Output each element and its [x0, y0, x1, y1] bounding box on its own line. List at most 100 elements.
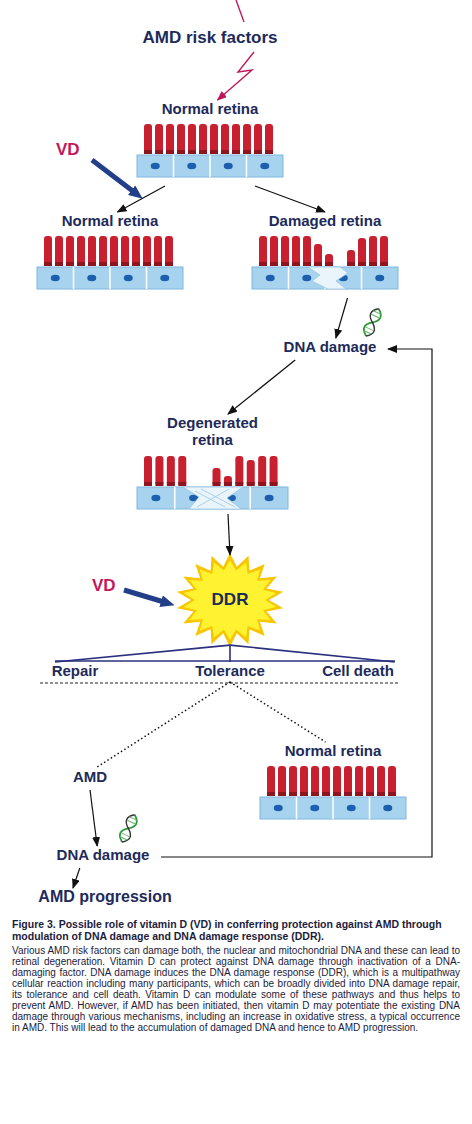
photoreceptor-segment: [55, 262, 63, 266]
risk-bolt-line: [236, 0, 244, 22]
photoreceptor-segment: [243, 150, 251, 154]
photoreceptor: [314, 244, 322, 266]
flow-arrow: [228, 514, 230, 555]
cell-nucleus: [383, 805, 392, 811]
starburst-core: [184, 560, 277, 640]
branch-line: [55, 645, 230, 662]
cell-nucleus: [187, 163, 196, 169]
caption-body: Various AMD risk factors can damage both…: [12, 945, 460, 1033]
photoreceptor-segment: [144, 150, 152, 154]
node-text: AMD risk factors: [142, 28, 277, 48]
cell-nucleus: [302, 275, 311, 281]
cell-nucleus: [265, 494, 274, 500]
flow-arrow: [255, 186, 325, 212]
photoreceptor-segment: [259, 262, 267, 266]
photoreceptor: [66, 236, 74, 266]
photoreceptor-segment: [314, 262, 322, 266]
retina-drawing: [258, 761, 408, 821]
photoreceptor-segment: [221, 150, 229, 154]
photoreceptor-segment: [300, 792, 308, 796]
photoreceptor: [44, 236, 52, 266]
photoreceptor-segment: [155, 482, 163, 486]
photoreceptor: [344, 766, 352, 796]
photoreceptor-segment: [210, 150, 218, 154]
photoreceptor: [366, 766, 374, 796]
epithelium-band: [260, 797, 406, 819]
flow-arrow: [218, 52, 255, 100]
photoreceptor: [380, 236, 388, 266]
node-text: AMD: [73, 768, 107, 785]
photoreceptor-segment: [270, 482, 278, 486]
photoreceptor: [243, 124, 251, 154]
cell-border: [250, 487, 252, 509]
cell-nucleus: [347, 805, 356, 811]
photoreceptor: [178, 456, 186, 486]
cell-border: [296, 797, 298, 819]
cell-border: [246, 155, 248, 177]
cell-nucleus: [224, 163, 233, 169]
photoreceptor: [281, 236, 289, 266]
photoreceptor-segment: [199, 150, 207, 154]
photoreceptor: [259, 236, 267, 266]
flow-arrow: [90, 790, 97, 846]
cell-nucleus: [310, 805, 319, 811]
photoreceptor-segment: [278, 792, 286, 796]
photoreceptor: [88, 236, 96, 266]
cell-border: [209, 155, 211, 177]
retina-illustration: [260, 766, 406, 819]
flow-arrow: [228, 360, 295, 414]
photoreceptor-segment: [355, 792, 363, 796]
photoreceptor: [232, 124, 240, 154]
photoreceptor: [270, 456, 278, 486]
photoreceptor: [303, 236, 311, 266]
dna-strand: [361, 307, 383, 339]
photoreceptor: [167, 456, 175, 486]
outcome-label: AMD progression: [25, 888, 185, 912]
photoreceptor: [267, 766, 275, 796]
photoreceptor-segment: [132, 262, 140, 266]
retina-panel: Degenerated retina: [135, 414, 290, 514]
cell-border: [361, 267, 363, 289]
cell-border: [174, 487, 176, 509]
cell-nucleus: [266, 275, 275, 281]
dna-helix-icon: [117, 813, 139, 845]
dna-rungs: [363, 310, 381, 334]
pathway-label: Repair: [35, 662, 115, 682]
pathway-label: Cell death: [312, 662, 404, 682]
photoreceptor-segment: [178, 482, 186, 486]
outcome-label: AMD: [62, 768, 118, 790]
photoreceptor: [355, 766, 363, 796]
photoreceptor-segment: [303, 262, 311, 266]
photoreceptor-segment: [77, 262, 85, 266]
photoreceptor-segment: [311, 792, 319, 796]
pathway-label: Tolerance: [180, 662, 280, 682]
lesion-hatching: [195, 489, 235, 507]
photoreceptor-segment: [333, 792, 341, 796]
retina-lesion: [183, 487, 243, 509]
photoreceptor: [166, 124, 174, 154]
photoreceptor-segment: [366, 792, 374, 796]
retina-panel: Normal retina: [258, 742, 408, 828]
cell-nucleus: [151, 494, 160, 500]
risk-factor-label: AMD risk factors: [110, 28, 310, 52]
dna-rungs: [119, 816, 137, 840]
dna-strand: [361, 307, 383, 339]
photoreceptor-segment: [258, 482, 266, 486]
photoreceptor: [55, 236, 63, 266]
photoreceptor-segment: [224, 482, 232, 486]
photoreceptor: [210, 124, 218, 154]
epithelium-band: [137, 155, 283, 177]
photoreceptor: [325, 254, 333, 266]
photoreceptor-segment: [188, 150, 196, 154]
photoreceptor-segment: [325, 262, 333, 266]
photoreceptor-segment: [167, 482, 175, 486]
cell-nucleus: [375, 275, 384, 281]
flow-arrow: [118, 186, 166, 212]
photoreceptor-segment: [377, 792, 385, 796]
process-label: DNA damage: [272, 338, 388, 360]
cell-border: [369, 797, 371, 819]
ddr-starburst: DDR: [175, 552, 285, 648]
retina-drawing: [250, 231, 400, 291]
photoreceptor: [165, 236, 173, 266]
